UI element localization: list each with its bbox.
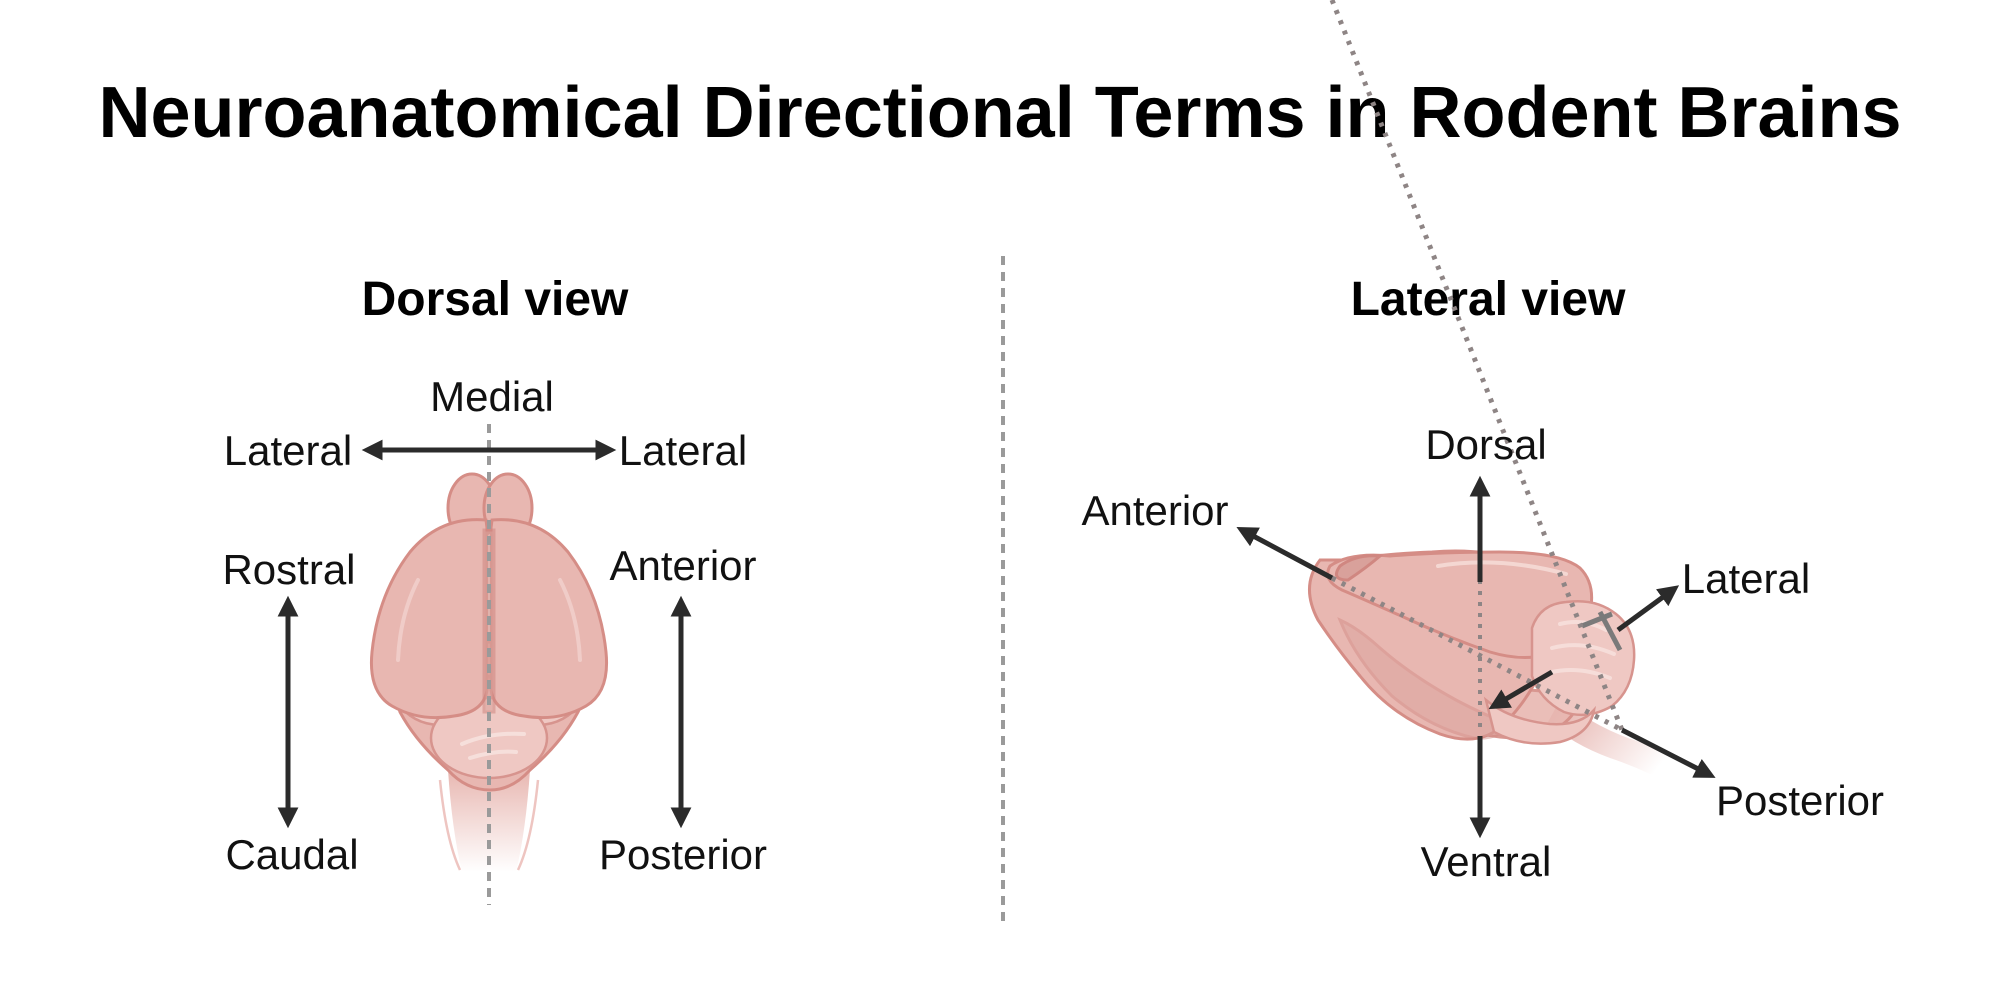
- anterior-arrow: [1236, 527, 1334, 581]
- dorsal-view-heading: Dorsal view: [362, 273, 629, 326]
- label-medial: Medial: [430, 373, 554, 420]
- label-posterior: Posterior: [599, 831, 767, 878]
- label-dorsal: Dorsal: [1425, 421, 1546, 468]
- label-posterior-lateral-view: Posterior: [1716, 777, 1884, 824]
- label-anterior: Anterior: [609, 542, 756, 589]
- lateral-view-heading: Lateral view: [1351, 273, 1626, 326]
- label-ventral: Ventral: [1421, 838, 1552, 885]
- lateral-view-panel: Lateral view: [1081, 0, 1884, 885]
- label-caudal: Caudal: [225, 831, 358, 878]
- dorsal-view-panel: Dorsal view Medi: [222, 273, 767, 905]
- label-lateral-lateral-view: Lateral: [1682, 555, 1810, 602]
- posterior-arrow: [1620, 727, 1716, 778]
- label-lateral-right: Lateral: [619, 427, 747, 474]
- rodent-brain-dorsal-illustration: [369, 472, 609, 872]
- label-rostral: Rostral: [222, 546, 355, 593]
- rodent-brain-lateral-illustration: [1308, 549, 1680, 782]
- lateral-in-arrow: [1488, 669, 1554, 710]
- page-title: Neuroanatomical Directional Terms in Rod…: [98, 73, 1901, 153]
- label-lateral-left: Lateral: [224, 427, 352, 474]
- label-anterior-lateral-view: Anterior: [1081, 487, 1228, 534]
- lateral-out-arrow: [1616, 585, 1680, 633]
